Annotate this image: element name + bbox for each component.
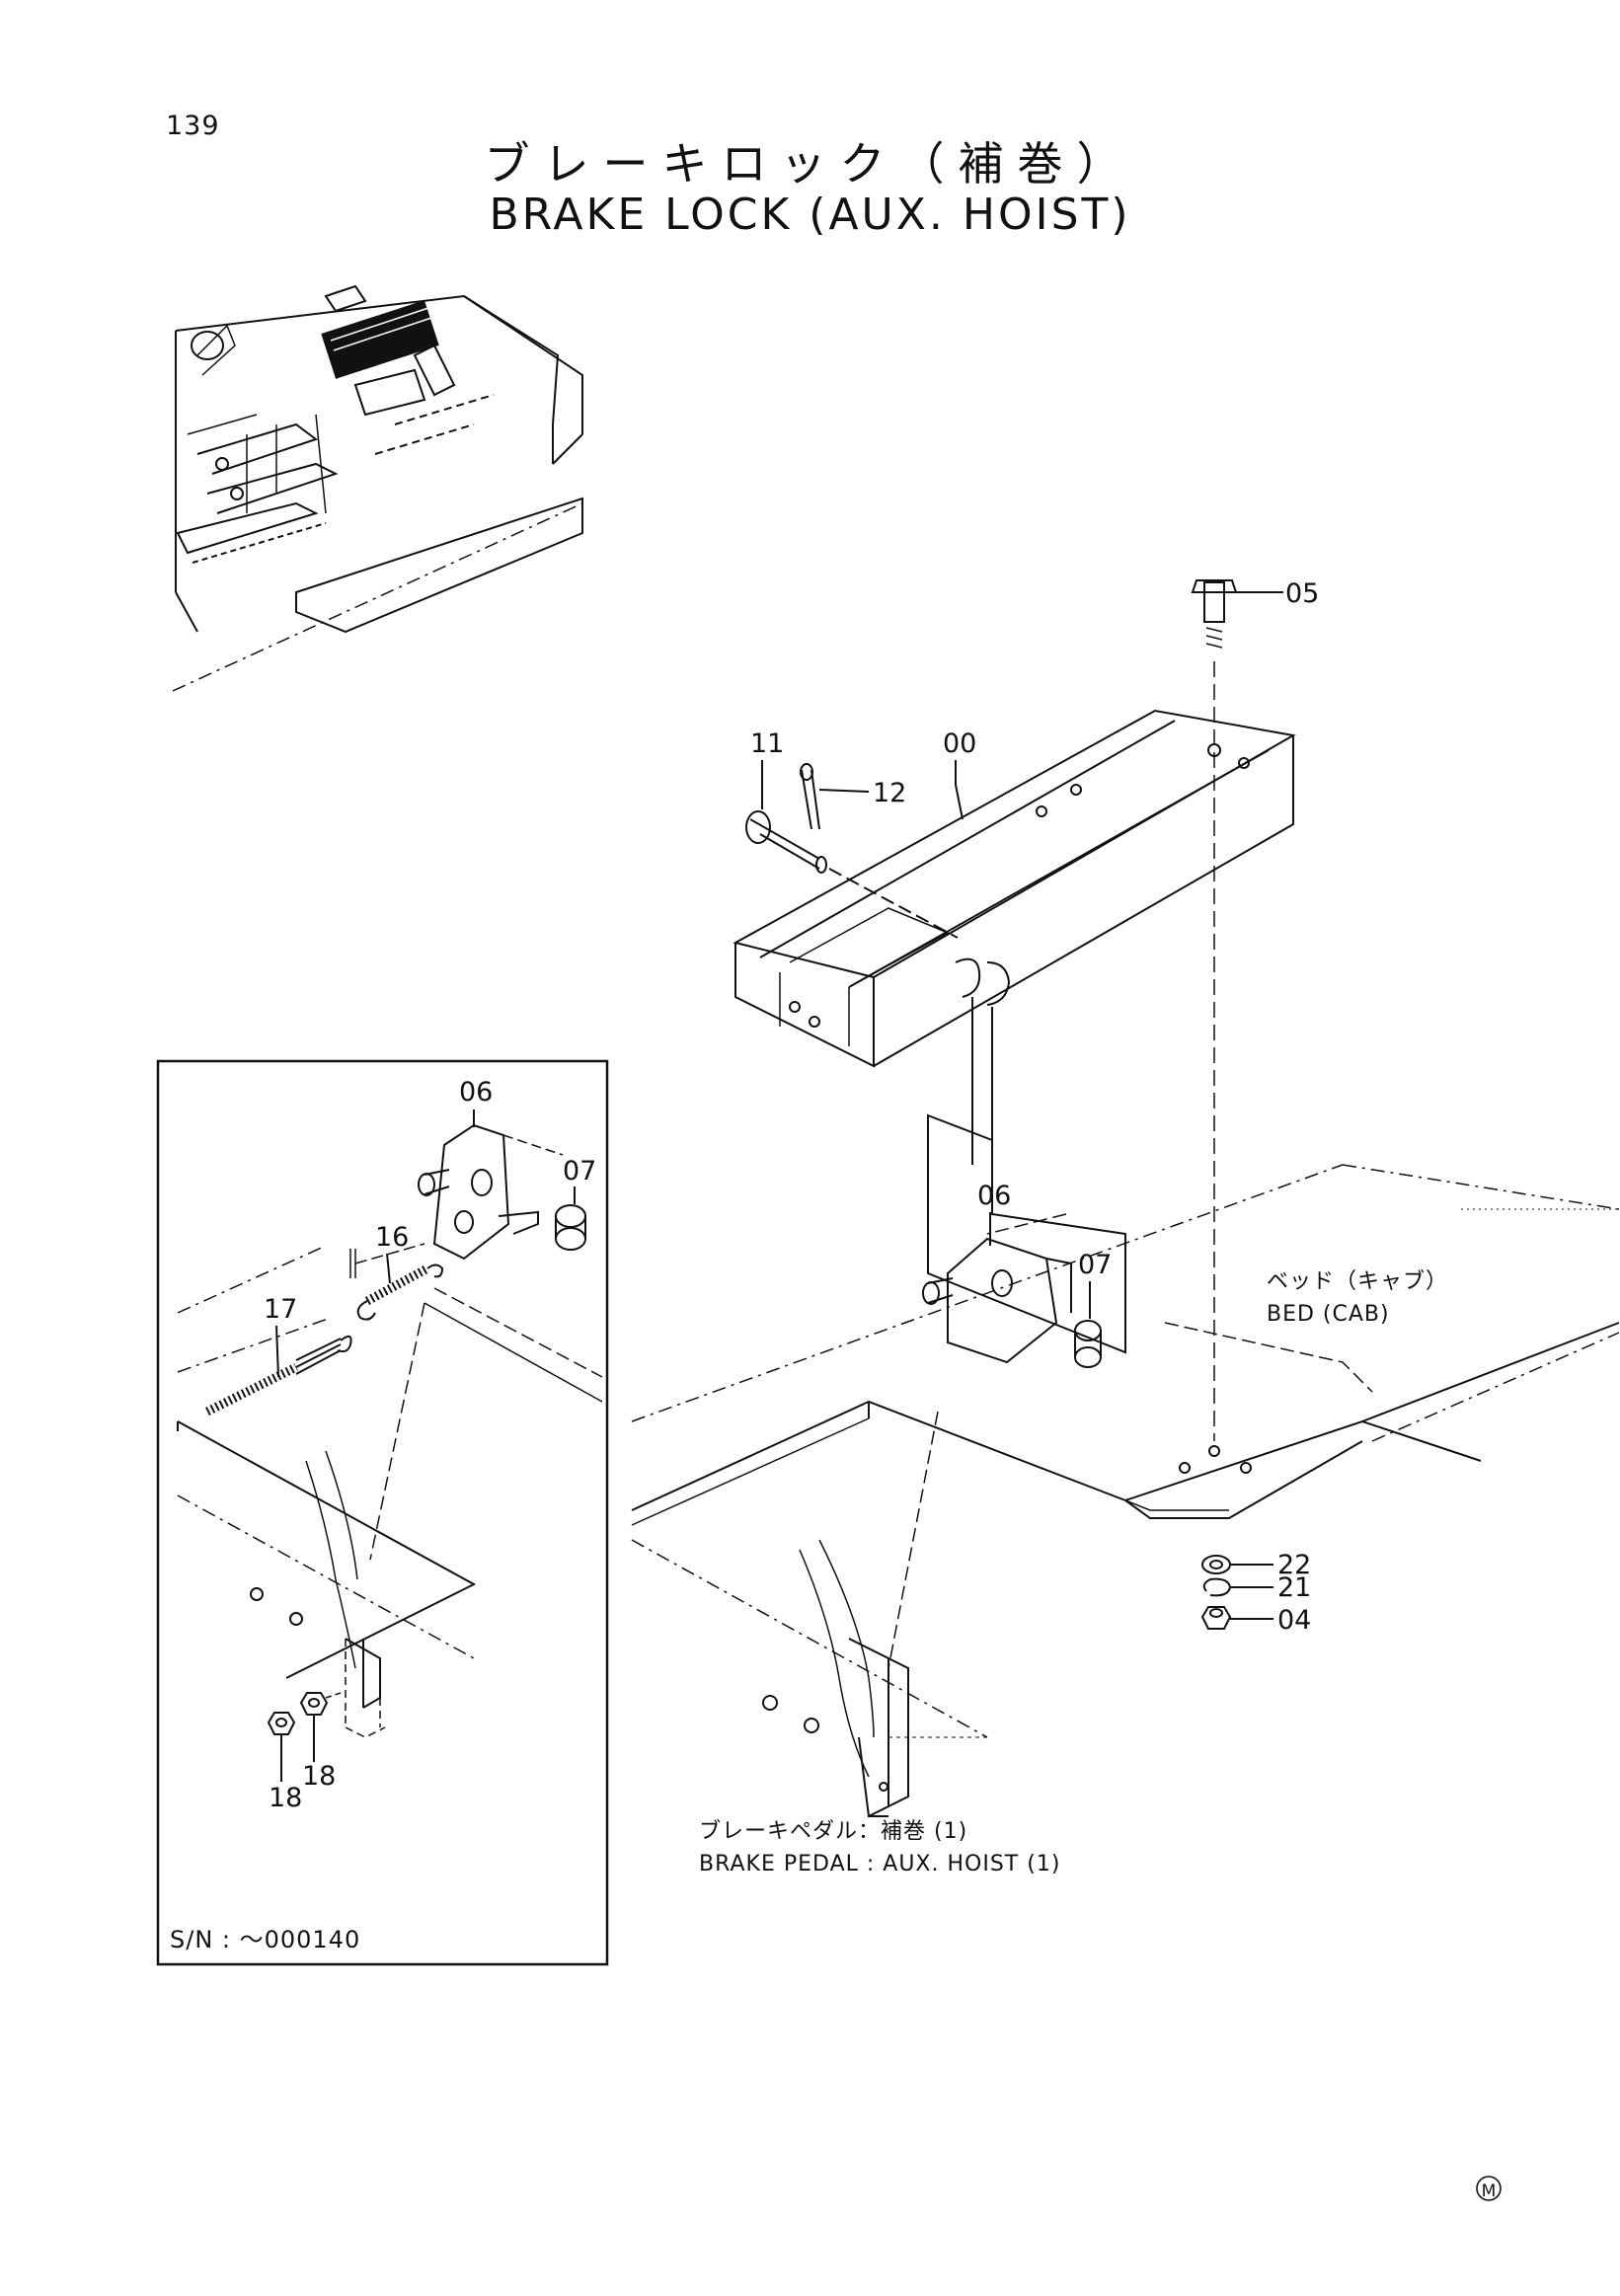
callout-05: 05 <box>1285 578 1319 609</box>
footer-mark-circle <box>1476 2176 1502 2201</box>
callout-22: 22 <box>1277 1550 1311 1580</box>
bed-note-japanese: ベッド（キャブ） <box>1267 1269 1448 1294</box>
callout-16: 16 <box>375 1222 409 1253</box>
overview-sketch <box>172 284 583 692</box>
inset-serial-number: S/N : ～000140 <box>170 1926 360 1953</box>
inset-serial-variant <box>156 1059 609 1966</box>
page-number: 139 <box>166 111 220 141</box>
bed-note-english: BED (CAB) <box>1267 1302 1390 1327</box>
callout-17: 17 <box>264 1294 297 1325</box>
callout-11: 11 <box>750 728 784 759</box>
page-title-japanese: ブレーキロック（補巻） <box>484 137 1136 191</box>
callout-07-main: 07 <box>1078 1250 1112 1280</box>
callout-07-inset: 07 <box>563 1156 596 1186</box>
page-title-english: BRAKE LOCK (AUX. HOIST) <box>489 190 1131 240</box>
pedal-note-english: BRAKE PEDAL : AUX. HOIST (1) <box>699 1852 1060 1876</box>
callout-00: 00 <box>943 728 976 759</box>
callout-18-left: 18 <box>269 1783 302 1813</box>
footer-mark: M <box>1482 2181 1497 2201</box>
pedal-note-japanese: ブレーキペダル：補巻 (1) <box>699 1819 967 1844</box>
callout-04: 04 <box>1277 1605 1311 1636</box>
callout-06-main: 06 <box>977 1181 1011 1211</box>
callout-21: 21 <box>1277 1572 1311 1603</box>
main-assembly <box>631 579 1620 1818</box>
callout-12: 12 <box>873 778 906 808</box>
callout-18-right: 18 <box>302 1761 336 1792</box>
callout-06-inset: 06 <box>459 1077 493 1108</box>
